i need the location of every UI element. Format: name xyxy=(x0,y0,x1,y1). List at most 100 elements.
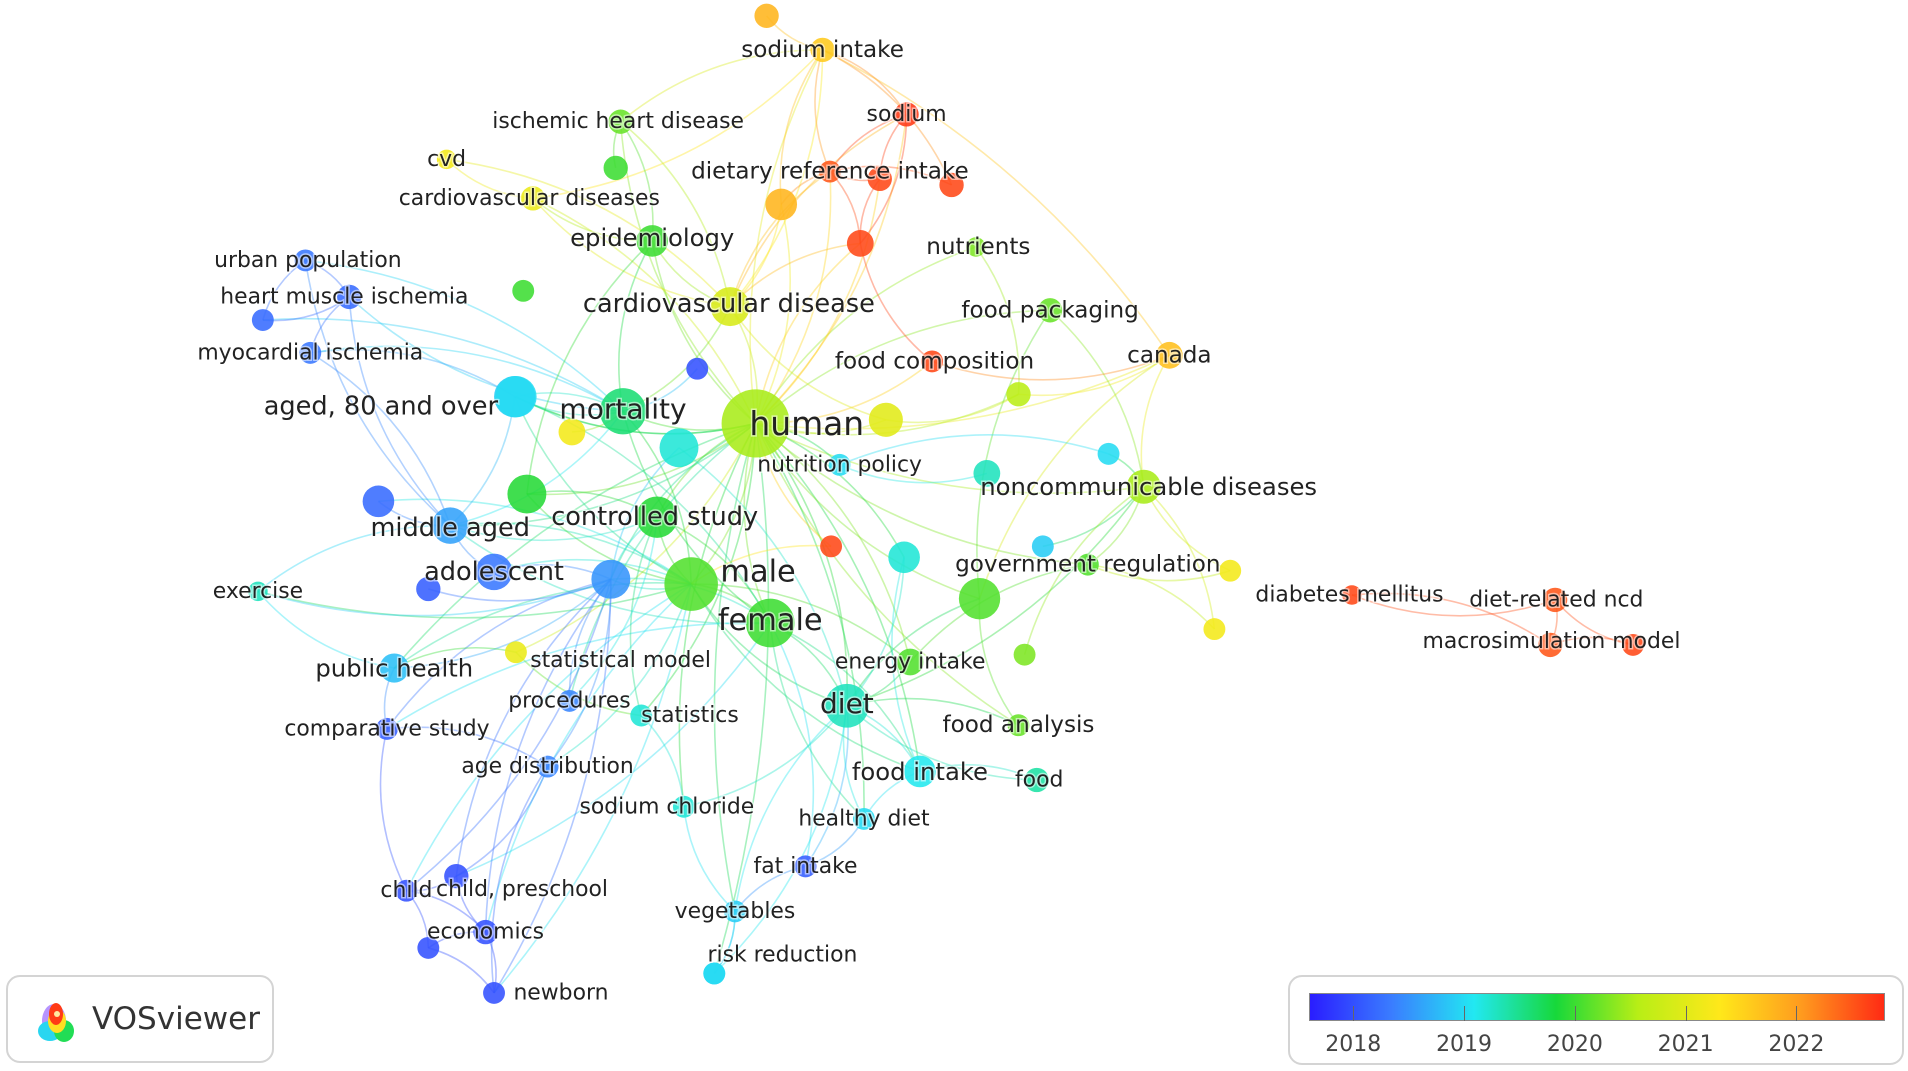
label-nutrients[interactable]: nutrients xyxy=(925,233,1032,262)
label-food[interactable]: food xyxy=(1013,766,1064,794)
label-procedures[interactable]: procedures xyxy=(507,687,632,715)
node-exercise[interactable] xyxy=(248,581,268,602)
label-statistics[interactable]: statistics xyxy=(640,702,741,730)
label-economics[interactable]: economics xyxy=(426,918,546,946)
label-food-packaging[interactable]: food packaging xyxy=(960,296,1140,325)
node-n-28[interactable] xyxy=(416,576,441,602)
label-adolescent[interactable]: adolescent xyxy=(423,555,566,588)
node-female[interactable] xyxy=(745,598,795,648)
label-cardiovascular-disease[interactable]: cardiovascular disease xyxy=(581,288,876,321)
node-age-distribution[interactable] xyxy=(536,755,559,778)
node-sodium-chloride[interactable] xyxy=(672,795,695,818)
label-risk-reduction[interactable]: risk reduction xyxy=(706,941,859,969)
label-public-health[interactable]: public health xyxy=(314,652,475,684)
node-urban-population[interactable] xyxy=(294,249,317,272)
node-diabetes-mellitus[interactable] xyxy=(1342,585,1362,605)
label-food-composition[interactable]: food composition xyxy=(833,347,1035,376)
label-epidemiology[interactable]: epidemiology xyxy=(569,221,736,253)
node-canada[interactable] xyxy=(1155,341,1183,369)
label-government-regulation[interactable]: government regulation xyxy=(954,550,1222,579)
node-controlled-study[interactable] xyxy=(636,496,678,538)
node-n-10[interactable] xyxy=(686,357,709,380)
node-nutrition-policy[interactable] xyxy=(828,453,851,476)
node-statistical-model[interactable] xyxy=(504,641,527,664)
node-food[interactable] xyxy=(1024,767,1049,793)
label-ischemic-heart-disease[interactable]: ischemic heart disease xyxy=(491,108,746,136)
node-dietary-reference-intake[interactable] xyxy=(818,160,841,183)
node-n-2[interactable] xyxy=(846,229,874,257)
label-controlled-study[interactable]: controlled study xyxy=(550,501,760,534)
node-procedures[interactable] xyxy=(558,689,581,712)
node-economics[interactable] xyxy=(473,919,498,945)
label-age-distribution[interactable]: age distribution xyxy=(460,753,636,781)
node-macrosimulation-model[interactable] xyxy=(1538,632,1563,658)
node-n-17[interactable] xyxy=(703,962,726,985)
label-macrosimulation-model[interactable]: macrosimulation model xyxy=(1421,627,1682,655)
node-cvd[interactable] xyxy=(436,149,457,170)
node-n-24[interactable] xyxy=(1219,559,1242,582)
label-food-intake[interactable]: food intake xyxy=(850,755,989,787)
node-middle-aged[interactable] xyxy=(431,507,469,544)
node-n-29[interactable] xyxy=(417,936,440,959)
node-n-20[interactable] xyxy=(659,428,699,468)
label-human[interactable]: human xyxy=(748,402,866,444)
label-heart-muscle-ischemia[interactable]: heart muscle ischemia xyxy=(219,283,470,311)
label-dietary-reference-intake[interactable]: dietary reference intake xyxy=(690,157,971,186)
node-noncommunicable-diseases[interactable] xyxy=(1126,469,1161,504)
node-n-5[interactable] xyxy=(754,3,779,28)
node-sodium-intake[interactable] xyxy=(810,37,835,63)
node-n-30[interactable] xyxy=(1622,633,1644,656)
node-statistics[interactable] xyxy=(630,704,653,727)
node-vegetables[interactable] xyxy=(724,900,746,923)
label-cardiovascular-diseases[interactable]: cardiovascular diseases xyxy=(397,184,661,212)
node-energy-intake[interactable] xyxy=(896,648,924,676)
label-fat-intake[interactable]: fat intake xyxy=(752,852,859,880)
node-n-16[interactable] xyxy=(1031,535,1054,558)
label-aged-80[interactable]: aged, 80 and over xyxy=(262,390,500,423)
node-public-health[interactable] xyxy=(379,653,409,683)
label-child[interactable]: child xyxy=(379,877,434,905)
node-n-26[interactable] xyxy=(1203,618,1226,641)
label-noncommunicable-diseases[interactable]: noncommunicable diseases xyxy=(979,471,1319,503)
node-heart-muscle-ischemia[interactable] xyxy=(337,284,362,310)
label-comparative-study[interactable]: comparative study xyxy=(283,715,491,743)
label-mortality[interactable]: mortality xyxy=(558,391,688,427)
node-n-11[interactable] xyxy=(868,402,903,437)
label-energy-intake[interactable]: energy intake xyxy=(833,648,987,676)
node-n-6[interactable] xyxy=(603,155,628,181)
node-newborn[interactable] xyxy=(483,981,505,1004)
label-statistical-model[interactable]: statistical model xyxy=(529,647,713,675)
node-comparative-study[interactable] xyxy=(376,717,398,740)
label-healthy-diet[interactable]: healthy diet xyxy=(797,805,932,833)
node-n-22[interactable] xyxy=(362,485,395,518)
node-adolescent[interactable] xyxy=(591,559,631,599)
node-diet[interactable] xyxy=(825,683,869,728)
node-n-3[interactable] xyxy=(867,166,892,192)
node-n-1[interactable] xyxy=(765,188,798,221)
node-epidemiology[interactable] xyxy=(636,225,669,257)
node-food-packaging[interactable] xyxy=(1037,298,1063,323)
node-n-14[interactable] xyxy=(973,459,1001,487)
node-food-intake[interactable] xyxy=(904,755,936,788)
label-cvd[interactable]: cvd xyxy=(426,145,468,173)
node-ischemic-heart-disease[interactable] xyxy=(608,109,633,134)
label-exercise[interactable]: exercise xyxy=(211,577,304,605)
node-food-composition[interactable] xyxy=(921,350,944,373)
node-fat-intake[interactable] xyxy=(794,855,817,878)
label-vegetables[interactable]: vegetables xyxy=(673,897,797,925)
label-middle-aged[interactable]: middle aged xyxy=(369,512,531,545)
label-child-preschool[interactable]: child, preschool xyxy=(435,876,610,904)
node-n-13[interactable] xyxy=(558,418,586,446)
node-human[interactable] xyxy=(721,389,790,458)
label-newborn[interactable]: newborn xyxy=(512,979,610,1007)
label-nutrition-policy[interactable]: nutrition policy xyxy=(756,451,924,479)
node-government-regulation[interactable] xyxy=(1076,553,1099,576)
node-mortality[interactable] xyxy=(599,388,647,435)
node-child-preschool[interactable] xyxy=(444,863,469,889)
label-urban-population[interactable]: urban population xyxy=(213,246,404,274)
label-canada[interactable]: canada xyxy=(1126,341,1213,370)
label-male[interactable]: male xyxy=(719,553,797,591)
node-food-analysis[interactable] xyxy=(1007,714,1030,737)
node-n-19[interactable] xyxy=(820,535,843,558)
